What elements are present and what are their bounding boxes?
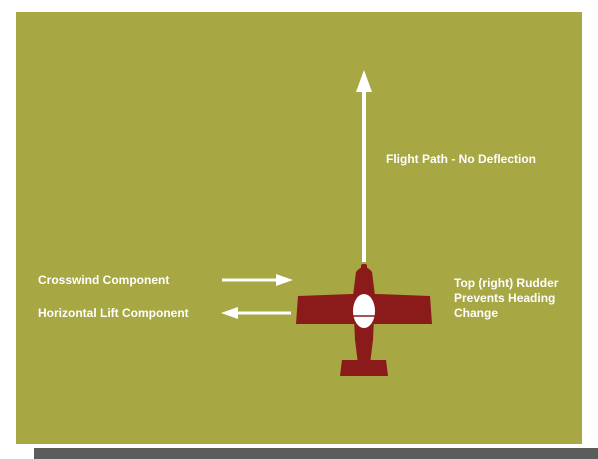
horizontal-lift-label: Horizontal Lift Component bbox=[38, 306, 189, 320]
rudder-label-line-1: Top (right) Rudder bbox=[454, 276, 559, 290]
cockpit-canopy bbox=[353, 294, 375, 328]
horizontal-lift-arrow bbox=[221, 307, 291, 319]
rudder-label-line-3: Change bbox=[454, 306, 499, 320]
crosswind-label: Crosswind Component bbox=[38, 273, 170, 287]
rudder-label-line-2: Prevents Heading bbox=[454, 291, 556, 305]
aircraft-part bbox=[340, 360, 388, 376]
panel-shadow bbox=[34, 448, 598, 459]
crosswind-arrow bbox=[222, 274, 293, 286]
diagram-panel bbox=[16, 12, 582, 444]
airplane-top-view-icon bbox=[296, 264, 432, 376]
rudder-label: Top (right) Rudder Prevents Heading Chan… bbox=[454, 276, 558, 321]
flight-path-arrow bbox=[356, 70, 372, 262]
flight-path-label: Flight Path - No Deflection bbox=[386, 152, 536, 166]
